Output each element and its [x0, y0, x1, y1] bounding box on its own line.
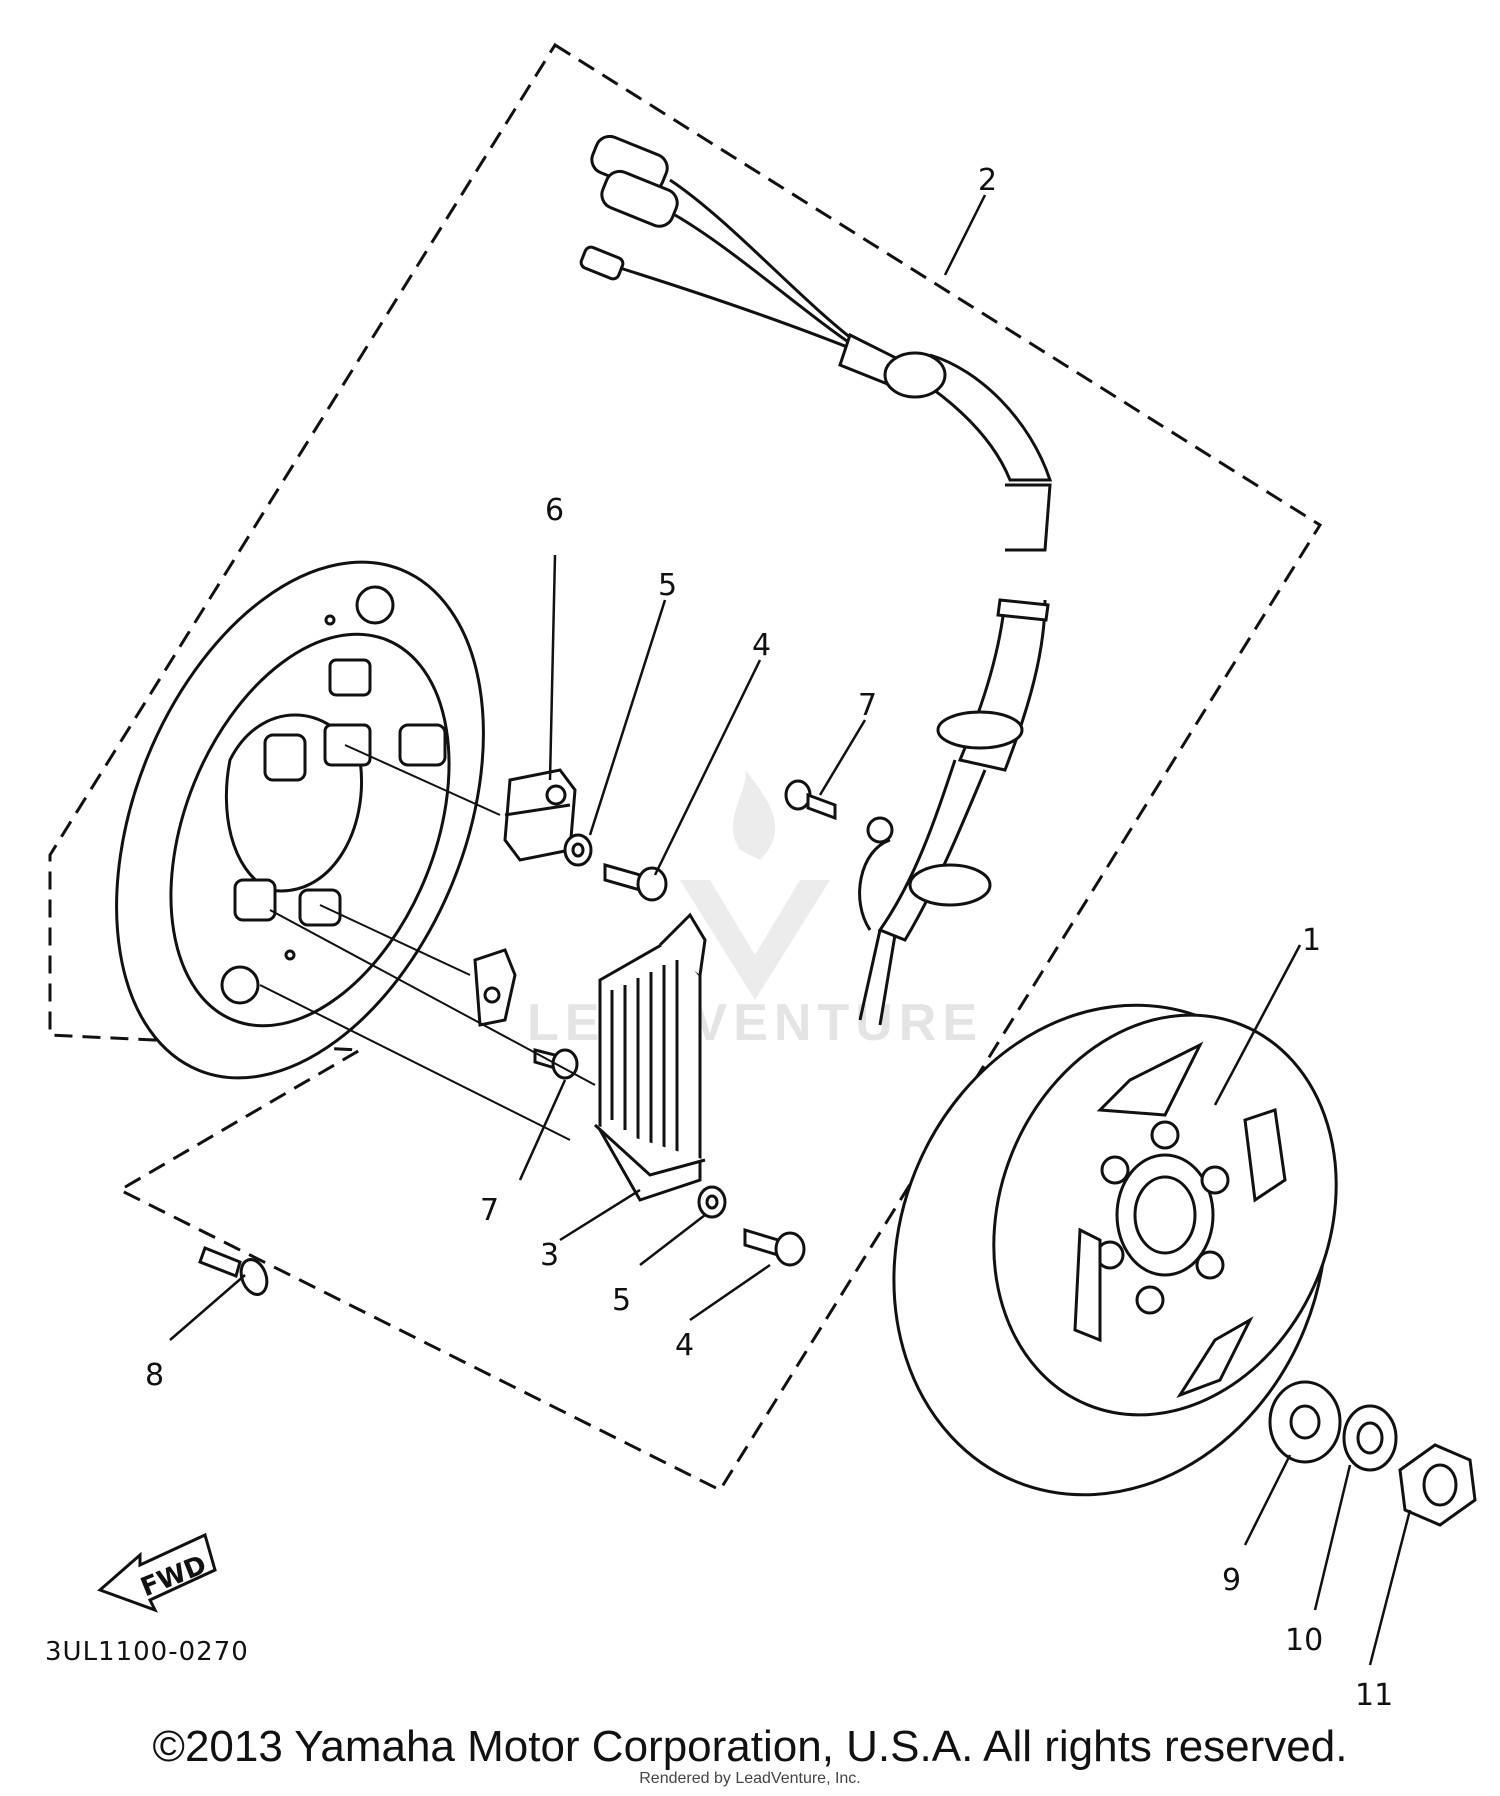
screw-4-lower [743, 1227, 806, 1267]
wire-harness [579, 134, 1053, 1026]
lock-washer-10 [1342, 1404, 1398, 1472]
callout-10: 10 [1285, 1623, 1323, 1658]
callout-11: 11 [1355, 1678, 1393, 1713]
screw-8 [198, 1246, 269, 1296]
callout-2: 2 [978, 163, 997, 198]
washer-5-upper [563, 833, 593, 867]
fasteners [198, 779, 837, 1296]
callout-8: 8 [145, 1358, 164, 1393]
callout-7-left: 7 [480, 1193, 499, 1228]
watermark: LEADVENTURE [527, 770, 983, 1052]
callout-5-lower: 5 [612, 1283, 631, 1318]
watermark-text: LEADVENTURE [527, 994, 983, 1052]
leader-lines [169, 194, 1412, 1666]
callout-7-right: 7 [858, 688, 877, 723]
forward-arrow-icon: FWD [97, 1532, 217, 1613]
lead-clamp [473, 948, 517, 1027]
washer-5-lower [697, 1185, 727, 1219]
screw-4-upper [603, 863, 668, 902]
callout-1: 1 [1302, 923, 1321, 958]
pickup-coil [503, 768, 577, 862]
copyright-notice: ©2013 Yamaha Motor Corporation, U.S.A. A… [152, 1722, 1348, 1771]
callout-4-upper: 4 [752, 628, 771, 663]
guide-lines [259, 744, 596, 1141]
callout-3: 3 [540, 1238, 559, 1273]
callout-5-upper: 5 [658, 568, 677, 603]
assembly-boundary [48, 42, 1323, 1492]
callout-9: 9 [1222, 1563, 1241, 1598]
callout-labels: 1 2 3 4 4 5 5 6 7 7 8 9 10 11 [145, 163, 1393, 1713]
callout-6: 6 [545, 493, 564, 528]
rendered-by: Rendered by LeadVenture, Inc. [639, 1770, 861, 1787]
source-coil [593, 912, 707, 1202]
nut-11 [1398, 1443, 1477, 1527]
screw-7-right [784, 779, 837, 821]
stator-base-plate [115, 560, 485, 1080]
watermark-logo-icon [680, 880, 830, 1000]
plain-washer-9 [1268, 1380, 1342, 1464]
rotor-fasteners [1268, 1380, 1477, 1527]
callout-4-lower: 4 [675, 1328, 694, 1363]
flywheel-rotor [892, 1003, 1338, 1497]
diagram-reference: 3UL1100-0270 [45, 1637, 249, 1667]
